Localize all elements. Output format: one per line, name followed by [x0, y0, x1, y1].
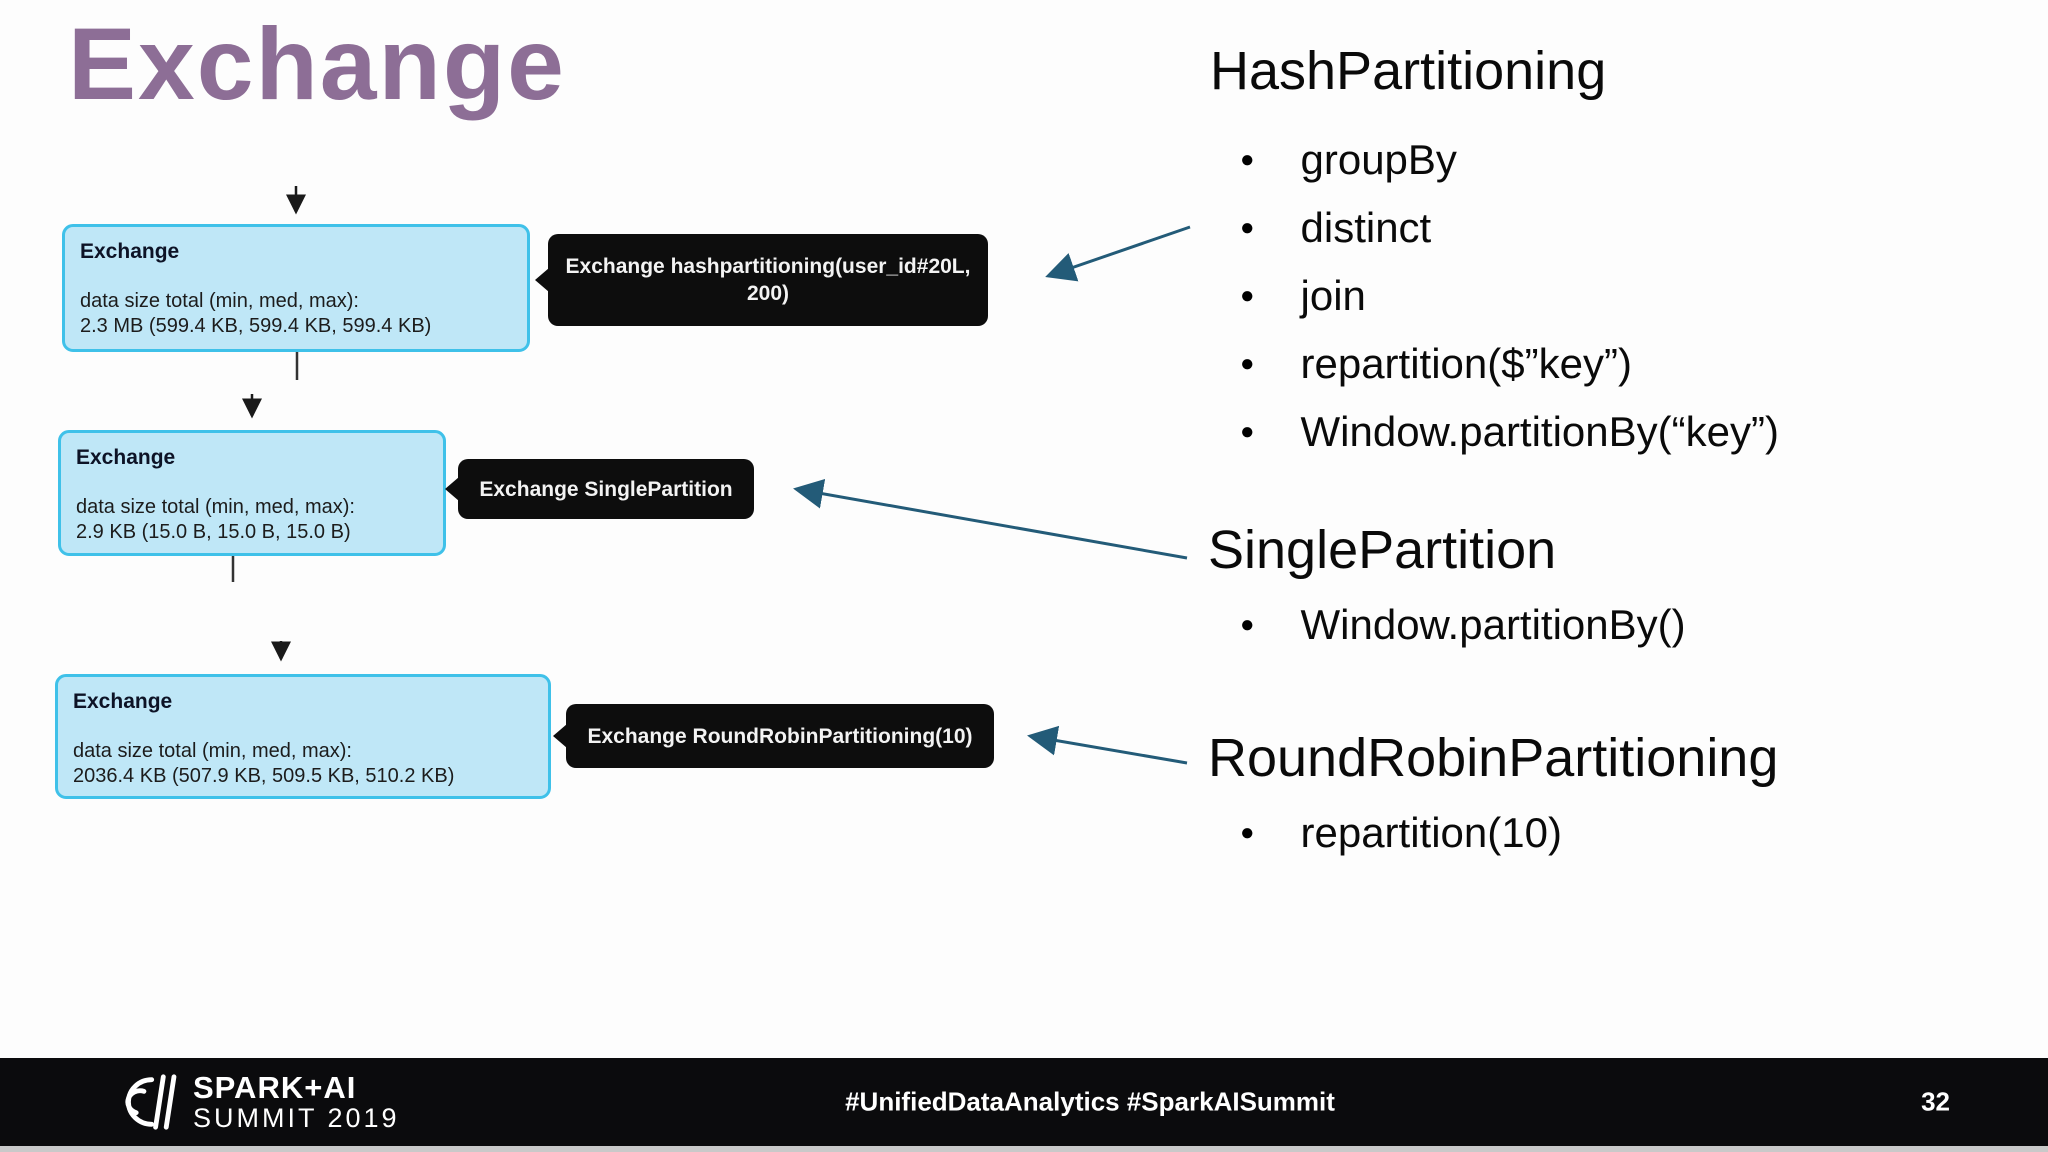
bullet-icon: ●: [1240, 350, 1255, 377]
list-item-label: distinct: [1300, 204, 1432, 251]
page-number: 32: [1921, 1086, 1950, 1117]
node-metric-label: data size total (min, med, max):: [76, 496, 355, 518]
arrow-roundrobinpartitioning: [1027, 725, 1188, 765]
tooltip-roundrobinpartitioning: Exchange RoundRobinPartitioning(10): [553, 704, 994, 768]
list-item: ● groupBy: [1240, 134, 1779, 186]
tooltip-text: 200): [746, 282, 790, 305]
footer-bar: SPARK+AI SUMMIT 2019 #UnifiedDataAnalyti…: [0, 1058, 2048, 1146]
list-item: ● distinct: [1240, 202, 1779, 254]
section-heading-hashpartitioning: HashPartitioning: [1210, 41, 1607, 101]
singlepartition-list: ● Window.partitionBy(): [1240, 599, 1686, 667]
bullet-icon: ●: [1240, 214, 1255, 241]
bullet-icon: ●: [1240, 146, 1255, 173]
tooltip-text: Exchange RoundRobinPartitioning(10): [587, 724, 973, 748]
list-item: ● Window.partitionBy(“key”): [1240, 406, 1779, 458]
arrow-singlepartition: [793, 478, 1188, 560]
screen-bottom-edge: [0, 1146, 2048, 1152]
node-title: Exchange: [80, 240, 180, 263]
tooltip-text: Exchange hashpartitioning(user_id#20L,: [565, 255, 971, 278]
list-item-label: Window.partitionBy(“key”): [1300, 408, 1779, 455]
node-metric-value: 2036.4 KB (507.9 KB, 509.5 KB, 510.2 KB): [73, 765, 455, 787]
section-heading-roundrobinpartitioning: RoundRobinPartitioning: [1208, 728, 1779, 788]
list-item-label: groupBy: [1300, 136, 1457, 183]
tooltip-pointer: [535, 268, 549, 292]
tooltip-pointer: [445, 477, 459, 501]
list-item: ● Window.partitionBy(): [1240, 599, 1686, 651]
hashpartitioning-list: ● groupBy ● distinct ● join ● repartitio…: [1240, 134, 1779, 474]
node-title: Exchange: [73, 690, 173, 713]
logo-event: SUMMIT 2019: [193, 1103, 400, 1134]
footer-hashtags: #UnifiedDataAnalytics #SparkAISummit: [845, 1086, 1335, 1117]
spark-summit-logo-mark-icon: [125, 1074, 177, 1130]
logo-brand: SPARK+AI: [193, 1069, 357, 1105]
exchange-node: Exchange data size total (min, med, max)…: [55, 674, 551, 799]
tooltip-text: Exchange SinglePartition: [479, 477, 733, 501]
bullet-icon: ●: [1240, 418, 1255, 445]
spark-summit-logo: SPARK+AI SUMMIT 2019: [105, 1071, 400, 1133]
tooltip-pointer: [553, 724, 567, 748]
list-item-label: join: [1300, 272, 1366, 319]
roundrobinpartitioning-list: ● repartition(10): [1240, 807, 1562, 875]
tooltip-singlepartition: Exchange SinglePartition: [445, 459, 754, 519]
list-item: ● repartition(10): [1240, 807, 1562, 859]
node-metric-label: data size total (min, med, max):: [73, 740, 352, 762]
exchange-node: Exchange data size total (min, med, max)…: [62, 224, 530, 352]
arrow-hashpartitioning: [1045, 225, 1191, 282]
list-item: ● repartition($”key”): [1240, 338, 1779, 390]
list-item-label: repartition(10): [1300, 809, 1562, 856]
node-metric-value: 2.3 MB (599.4 KB, 599.4 KB, 599.4 KB): [80, 315, 432, 337]
list-item: ● join: [1240, 270, 1779, 322]
bullet-icon: ●: [1240, 282, 1255, 309]
exchange-node: Exchange data size total (min, med, max)…: [58, 430, 446, 556]
spark-summit-logo-text: SPARK+AI SUMMIT 2019: [193, 1069, 400, 1134]
page-title: Exchange: [68, 7, 566, 121]
node-metric-label: data size total (min, med, max):: [80, 290, 359, 312]
list-item-label: Window.partitionBy(): [1300, 601, 1686, 648]
section-heading-singlepartition: SinglePartition: [1208, 520, 1557, 580]
bullet-icon: ●: [1240, 819, 1255, 846]
node-metric-value: 2.9 KB (15.0 B, 15.0 B, 15.0 B): [76, 521, 351, 543]
list-item-label: repartition($”key”): [1300, 340, 1632, 387]
bullet-icon: ●: [1240, 611, 1255, 638]
node-title: Exchange: [76, 446, 176, 469]
tooltip-hashpartitioning: Exchange hashpartitioning(user_id#20L, 2…: [535, 234, 988, 326]
